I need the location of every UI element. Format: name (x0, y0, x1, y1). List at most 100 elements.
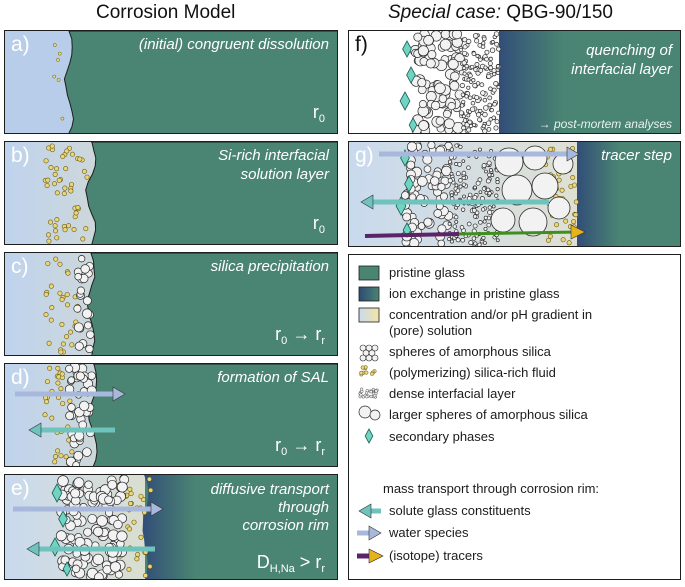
silica-sphere (458, 110, 464, 116)
secondary-phase-crystal (62, 561, 72, 577)
silica-sphere (477, 117, 482, 123)
dense-interfacial-layer (371, 387, 376, 392)
silica-sphere (433, 209, 443, 218)
silica-sphere (116, 530, 128, 542)
fluid-droplet (53, 454, 59, 460)
silica-sphere (74, 272, 82, 281)
panel-title: (initial) congruent dissolution (138, 36, 329, 53)
silica-sphere (488, 168, 493, 173)
silica-rich-fluid (360, 365, 365, 370)
silica-sphere (496, 110, 501, 116)
silica-sphere (94, 572, 104, 579)
fluid-droplet (64, 148, 70, 154)
silica-sphere (495, 238, 500, 243)
panel-title: formation of SAL (217, 369, 329, 386)
fluid-droplet (127, 486, 133, 492)
fluid-droplet (48, 219, 54, 225)
fluid-droplet (55, 365, 61, 371)
silica-sphere (488, 86, 493, 91)
silica-sphere (457, 162, 462, 167)
panel-title: diffusive transport through corrosion ri… (210, 481, 329, 534)
silica-sphere (460, 92, 466, 97)
silica-sphere (96, 515, 108, 527)
silica-sphere (491, 204, 496, 209)
pristine-glass (577, 142, 680, 246)
tracer-inflow (364, 232, 460, 238)
silica-sphere (447, 178, 453, 184)
silica-sphere (493, 81, 499, 87)
silica-sphere (486, 73, 492, 79)
silica-sphere (473, 241, 478, 246)
dense-interfacial-layer (360, 389, 364, 394)
panel-label: f) (355, 33, 368, 56)
silica-sphere (82, 447, 92, 457)
tracer-path (458, 230, 580, 236)
silica-sphere (447, 221, 452, 226)
water-arrow-head (150, 501, 164, 517)
silica-sphere (65, 411, 75, 421)
fluid-droplet (48, 317, 54, 323)
silica-sphere (483, 226, 488, 231)
silica-sphere (482, 97, 488, 103)
silica-sphere (472, 83, 478, 89)
silica-rich-fluid (369, 371, 375, 376)
silica-sphere (481, 124, 486, 129)
silica-sphere (466, 165, 471, 170)
silica-sphere (460, 207, 466, 212)
silica-sphere (439, 38, 452, 51)
silica-sphere (84, 480, 93, 489)
silica-sphere (458, 184, 463, 189)
solute-arrow-head (28, 422, 42, 438)
silica-sphere (454, 162, 459, 167)
panel-g-illustration (349, 142, 680, 246)
silica-sphere (447, 159, 453, 164)
special-case-label: Special case: (388, 2, 502, 23)
silica-sphere (454, 219, 459, 224)
fluid-droplet (60, 153, 66, 159)
silica-sphere (109, 561, 121, 573)
panel-title: Si-rich interfacial solution layer (218, 147, 329, 183)
dissolved-species (57, 51, 62, 56)
silica-sphere (483, 215, 488, 220)
silica-sphere (461, 60, 467, 66)
silica-sphere (74, 341, 84, 351)
silica-rich-fluid (364, 370, 369, 375)
silica-sphere (455, 188, 461, 194)
silica-sphere (480, 90, 486, 96)
fluid-droplet (53, 228, 59, 234)
fluid-droplet (53, 256, 59, 262)
water-arrow-head (566, 146, 580, 162)
silica-sphere (467, 73, 473, 78)
silica-sphere (486, 222, 492, 228)
silica-sphere (466, 221, 472, 227)
fluid-droplet (54, 190, 60, 196)
silica-sphere (113, 519, 123, 530)
amorphous-silica-spheres (371, 344, 379, 352)
silica-sphere (438, 94, 448, 103)
silica-sphere (480, 207, 486, 212)
silica-sphere (455, 171, 461, 177)
legend-item-dense-layer: dense interfacial layer (389, 386, 516, 401)
silica-sphere (461, 125, 466, 131)
large-silica-sphere (531, 172, 559, 200)
silica-sphere (469, 106, 476, 112)
fluid-droplet (138, 493, 144, 499)
fluid-droplet (54, 166, 60, 172)
fluid-droplet (80, 236, 86, 242)
silica-sphere (417, 176, 428, 187)
silica-sphere (76, 286, 85, 295)
post-mortem-note: → post-mortem analyses (538, 117, 672, 131)
silica-sphere (427, 142, 436, 150)
silica-sphere (466, 113, 471, 118)
silica-sphere (449, 171, 454, 176)
silica-sphere (467, 95, 473, 101)
fluid-droplet (56, 177, 62, 183)
fluid-droplet (43, 158, 49, 164)
fluid-droplet (126, 566, 132, 572)
silica-sphere (461, 99, 466, 105)
fluid-droplet (43, 399, 49, 405)
silica-sphere (423, 165, 432, 173)
silica-sphere (494, 119, 500, 125)
silica-sphere (82, 308, 93, 319)
fluid-droplet (62, 227, 68, 233)
